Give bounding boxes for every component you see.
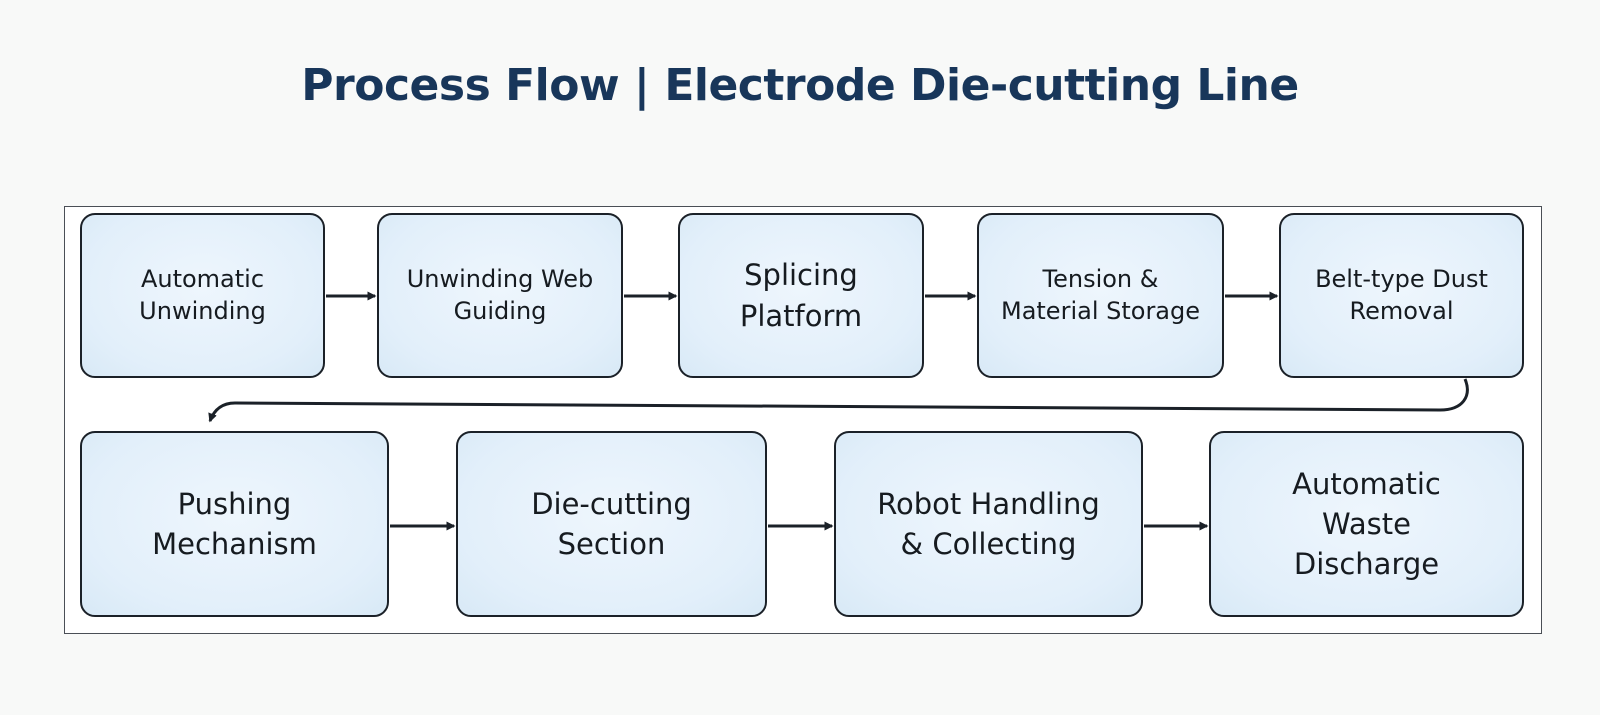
step-label: Die-cutting Section — [531, 486, 692, 561]
page-title: Process Flow | Electrode Die-cutting Lin… — [301, 60, 1299, 111]
step-label: Pushing Mechanism — [152, 486, 317, 561]
step-splicing-platform: Splicing Platform — [678, 213, 924, 378]
step-label: Unwinding Web Guiding — [406, 264, 594, 325]
step-label: Automatic Waste Discharge — [1292, 466, 1441, 581]
step-label: Splicing Platform — [739, 258, 863, 333]
step-automatic-unwinding: Automatic Unwinding — [80, 213, 325, 378]
step-label: Automatic Unwinding — [139, 264, 266, 325]
step-label: Robot Handling & Collecting — [877, 486, 1100, 561]
step-tension-material-storage: Tension & Material Storage — [977, 213, 1224, 378]
step-unwinding-web-guiding: Unwinding Web Guiding — [377, 213, 623, 378]
step-label: Tension & Material Storage — [1000, 264, 1201, 325]
step-die-cutting-section: Die-cutting Section — [456, 431, 767, 617]
step-automatic-waste-discharge: Automatic Waste Discharge — [1209, 431, 1524, 617]
step-pushing-mechanism: Pushing Mechanism — [80, 431, 389, 617]
step-belt-type-dust-removal: Belt-type Dust Removal — [1279, 213, 1524, 378]
step-label: Belt-type Dust Removal — [1315, 264, 1488, 325]
step-robot-handling-collecting: Robot Handling & Collecting — [834, 431, 1143, 617]
